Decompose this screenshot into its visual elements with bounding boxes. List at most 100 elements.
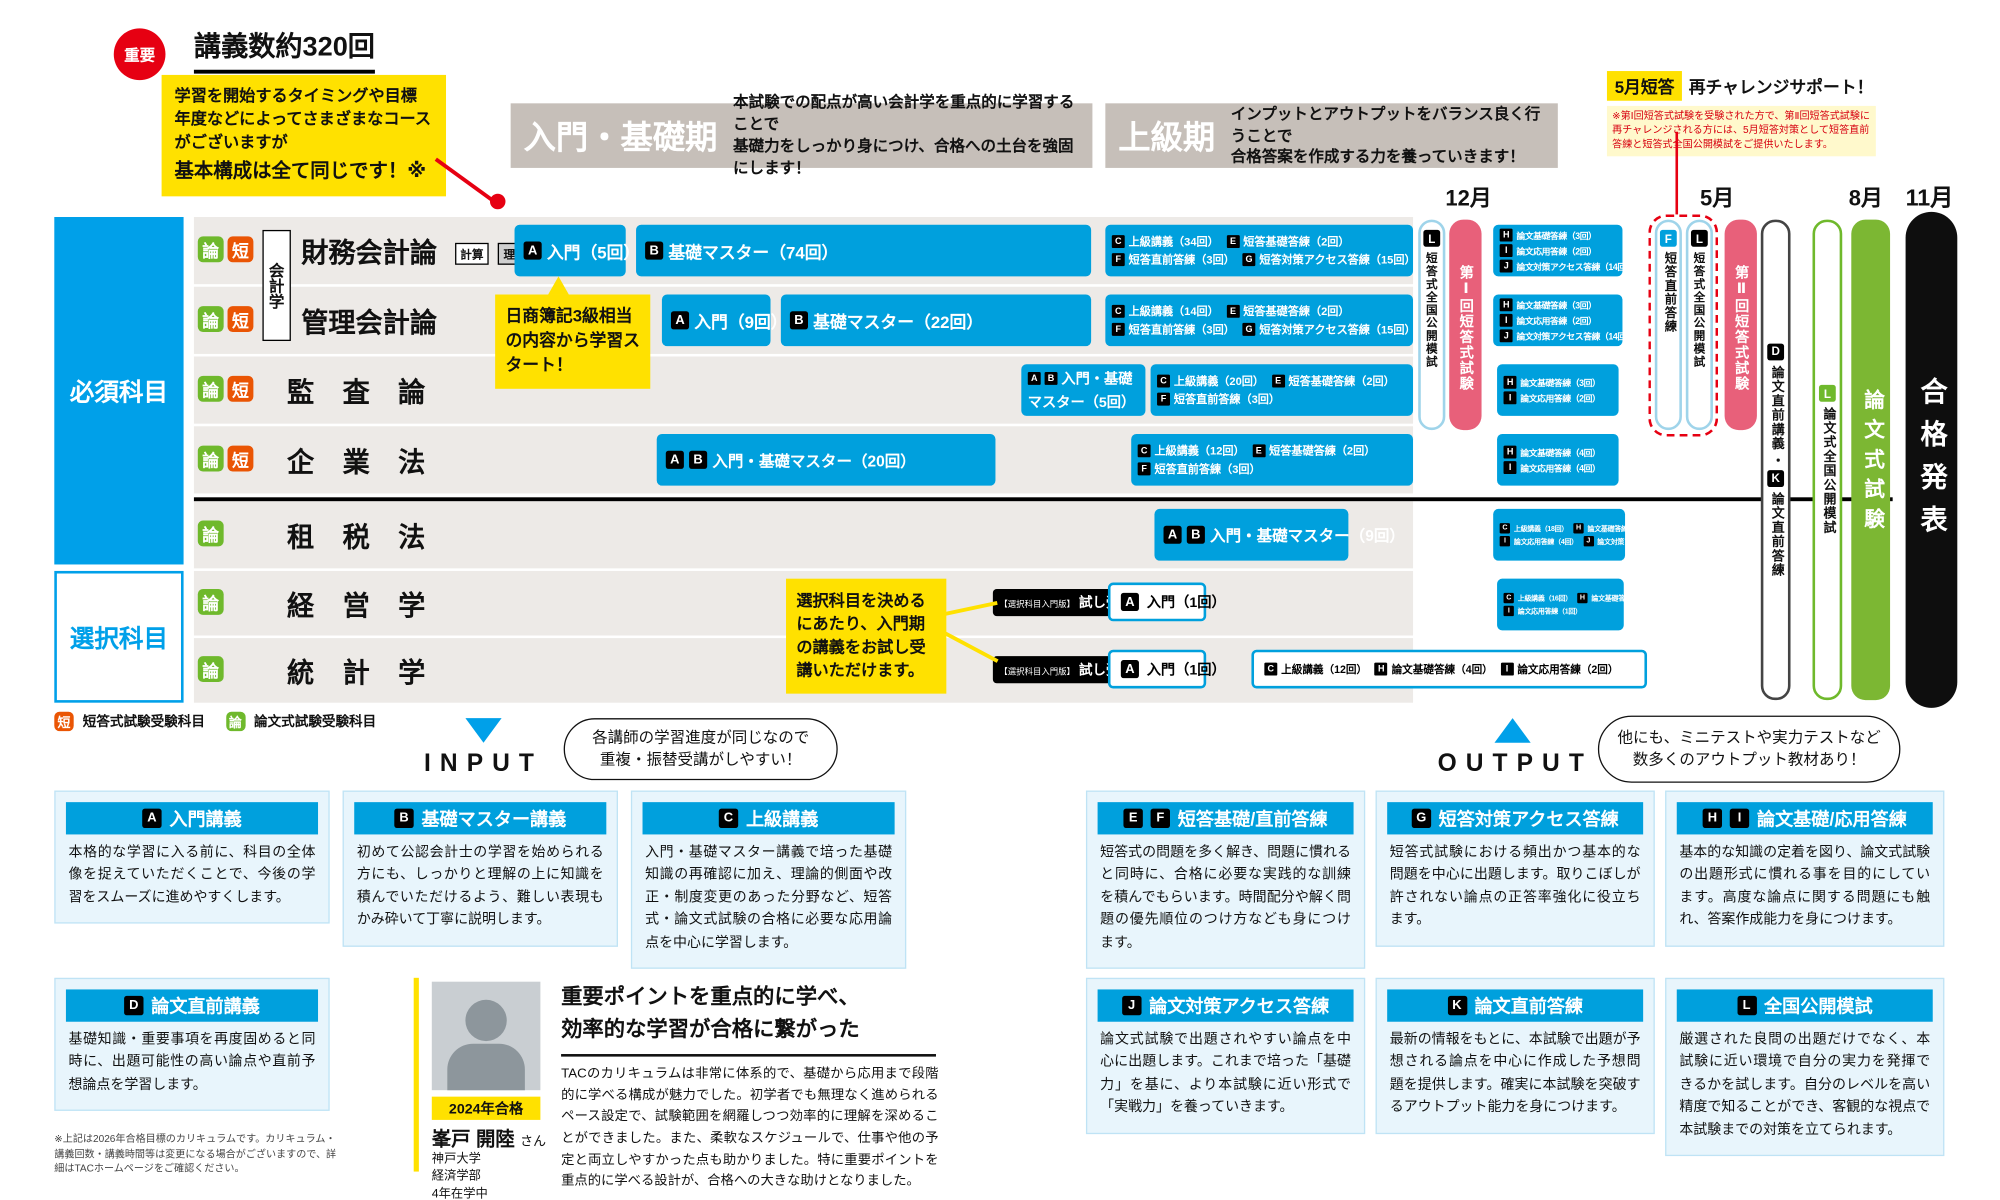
letter-badge-h: H <box>1499 228 1513 242</box>
bar-text: 論文応用答練（4回） <box>1513 538 1578 547</box>
ronbun-badge: 論 <box>197 445 224 472</box>
letter-badge-h: H <box>1499 298 1513 312</box>
lecture-count-title: 講義数約320回 <box>193 26 375 74</box>
ronbun-badge: 論 <box>197 589 224 615</box>
ronbun-badge: 論 <box>197 306 224 332</box>
tanto-badge: 短 <box>227 375 254 402</box>
bar-text: 上級講義（34回） <box>1128 235 1219 249</box>
subject-name-corporate-law: 企業法 <box>287 448 454 478</box>
graduate-name-text: 峯戸 開陸 <box>431 1128 515 1151</box>
month-december: 12月 <box>1445 186 1492 211</box>
bubble-text: 他にも、ミニテストや実力テストなど <box>1617 728 1881 747</box>
basic-period-desc: 本試験での配点が高い会計学を重点的に学習することで基礎力をしっかり身につけ、合格… <box>733 93 1075 177</box>
business-intro-trial-bar: A 入門（1回） <box>1107 582 1226 622</box>
badges-business-admin: 論 <box>197 589 228 615</box>
badges-audit: 論 短 <box>197 375 257 402</box>
pill-text: 論文直前答練 <box>1768 491 1783 577</box>
tanto-badge: 短 <box>227 445 254 472</box>
letter-badge-c: C <box>1499 523 1510 534</box>
card-body: 入門・基礎マスター講義で培った基礎知識の再確認に加え、理論的側面や改正・制度変更… <box>645 844 893 951</box>
bar-text: 論文応用答練（1回） <box>1517 608 1582 617</box>
photo-silhouette-body <box>447 1043 525 1091</box>
input-label: INPUT <box>424 750 543 778</box>
letter-badge-b: B <box>1044 372 1058 385</box>
statistics-intro-trial-bar: A 入門（1回） <box>1107 649 1226 689</box>
bar-text: 短答対策アクセス答練（15回） <box>1259 322 1416 336</box>
letter-badge-f: F <box>1150 808 1171 828</box>
letter-badge-e: E <box>1252 444 1266 458</box>
letter-badge-b: B <box>645 241 664 260</box>
advanced-period-desc: インプットとアウトプットをバランス良く行うことで合格答案を作成する力を養っていき… <box>1230 104 1541 166</box>
pill-text: 論文直前講義 <box>1768 364 1783 451</box>
letter-badge-f: F <box>1137 462 1151 476</box>
ronbun-exam-pill: 論文式試験 <box>1851 219 1891 701</box>
letter-badge-c: C <box>718 808 739 828</box>
letter-badge-l: L <box>1818 384 1836 402</box>
bar-text: 論文対策アクセス答練（14回） <box>1516 263 1635 273</box>
letter-badge-d: D <box>1767 342 1785 360</box>
graduate-photo <box>431 981 541 1091</box>
may-retry-support: 5月短答 再チャレンジサポート！ ※第Ⅰ回短答式試験を受験された方で、第Ⅱ回短答… <box>1606 71 1876 156</box>
tanto-exam-1-pill: 第Ⅰ回短答式試験 <box>1449 219 1482 431</box>
pill-text: 論文式全国公開模試 <box>1820 406 1835 535</box>
bar-text: 上級講義（14回） <box>1128 304 1219 318</box>
bar-text: 論文基礎答練（3回） <box>1587 525 1652 534</box>
important-badge: 重要 <box>113 28 166 81</box>
letter-badge-a: A <box>1163 525 1182 544</box>
output-speech-bubble: 他にも、ミニテストや実力テストなど 数多くのアウトプット教材あり！ <box>1597 715 1901 783</box>
accounting-group-label: 会計学 <box>262 229 291 342</box>
card-title: 基礎マスター講義 <box>421 807 567 829</box>
card-body: 論文式試験で出題されやすい論点を中心に出題します。これまで培った「基礎力」を基に… <box>1100 1032 1351 1116</box>
letter-badge-h: H <box>1577 592 1588 604</box>
letter-badge-i: I <box>1500 662 1514 676</box>
bar-text: 入門（1回） <box>1146 595 1226 611</box>
card-title: 入門講義 <box>169 807 242 829</box>
legend-text: 論文式試験受験科目 <box>254 714 377 730</box>
card-body: 初めて公認会計士の学習を始められる方にも、しっかりと理解の上に知識を積んでいただ… <box>356 844 604 929</box>
tanto-badge: 短 <box>54 711 74 732</box>
affiliation-line: 4年在学中 <box>431 1186 488 1200</box>
letter-badge-g: G <box>1242 322 1256 336</box>
course-note-line: がございますが <box>174 132 288 151</box>
badges-financial: 論 短 <box>197 236 257 263</box>
month-november: 11月 <box>1905 184 1954 211</box>
bar-text: 入門（9回） <box>694 311 788 332</box>
advanced-period-title: 上級期 <box>1118 120 1216 157</box>
headline-line: 重要ポイントを重点的に学べ、 <box>561 985 860 1009</box>
letter-badge-i: I <box>1503 391 1517 405</box>
subject-name-business-admin: 経営学 <box>287 591 454 622</box>
output-arrow-icon <box>1494 718 1531 743</box>
tanto-national-mock-pill-1: L 短答式全国公開模試 <box>1418 219 1446 431</box>
retry-support-note: ※第Ⅰ回短答式試験を受験された方で、第Ⅱ回短答式試験に再チャレンジされる方には、… <box>1606 105 1876 156</box>
bar-text: 上級講義（18回） <box>1513 525 1569 534</box>
letter-badge-a: A <box>665 450 684 469</box>
letter-badge-b: B <box>1186 525 1205 544</box>
card-body: 厳選された良問の出題だけでなく、本試験に近い環境で自分の実力を発揮できるかを試し… <box>1679 1032 1931 1138</box>
subject-name-financial: 財務会計論 <box>301 238 437 269</box>
bar-text: 入門・基礎 <box>1061 372 1133 388</box>
pill-text: 第Ⅱ回短答式試験 <box>1732 264 1749 391</box>
letter-badge-a: A <box>1120 592 1139 611</box>
tanto-final-drill-pill: F 短答直前答練 <box>1654 219 1682 431</box>
letter-badge-i: I <box>1503 605 1514 617</box>
letter-badge-f: F <box>1111 322 1125 336</box>
tanto-badge: 短 <box>227 236 254 263</box>
bar-text: 論文基礎答練（3回） <box>1520 379 1601 389</box>
letter-badge-i: I <box>1499 244 1513 258</box>
pill-text: 合格発表 <box>1917 377 1947 548</box>
letter-badge-h: H <box>1503 445 1517 459</box>
letter-badge-j: J <box>1121 995 1142 1016</box>
letter-badge-l: L <box>1423 229 1441 247</box>
card-title: 論文直前講義 <box>151 995 260 1016</box>
bookkeeping-callout: 日商簿記3級相当の内容から学習スタート！ <box>495 294 651 389</box>
letter-badge-h: H <box>1573 523 1584 534</box>
elective-subjects-label: 選択科目 <box>54 570 184 703</box>
advanced-period-band: 上級期 インプットとアウトプットをバランス良く行うことで合格答案を作成する力を養… <box>1105 103 1558 168</box>
graduate-name: 峯戸 開陸 さん <box>432 1125 546 1152</box>
bar-text: 論文基礎答練（4回） <box>1391 663 1493 676</box>
subject-name-management: 管理会計論 <box>301 308 437 339</box>
